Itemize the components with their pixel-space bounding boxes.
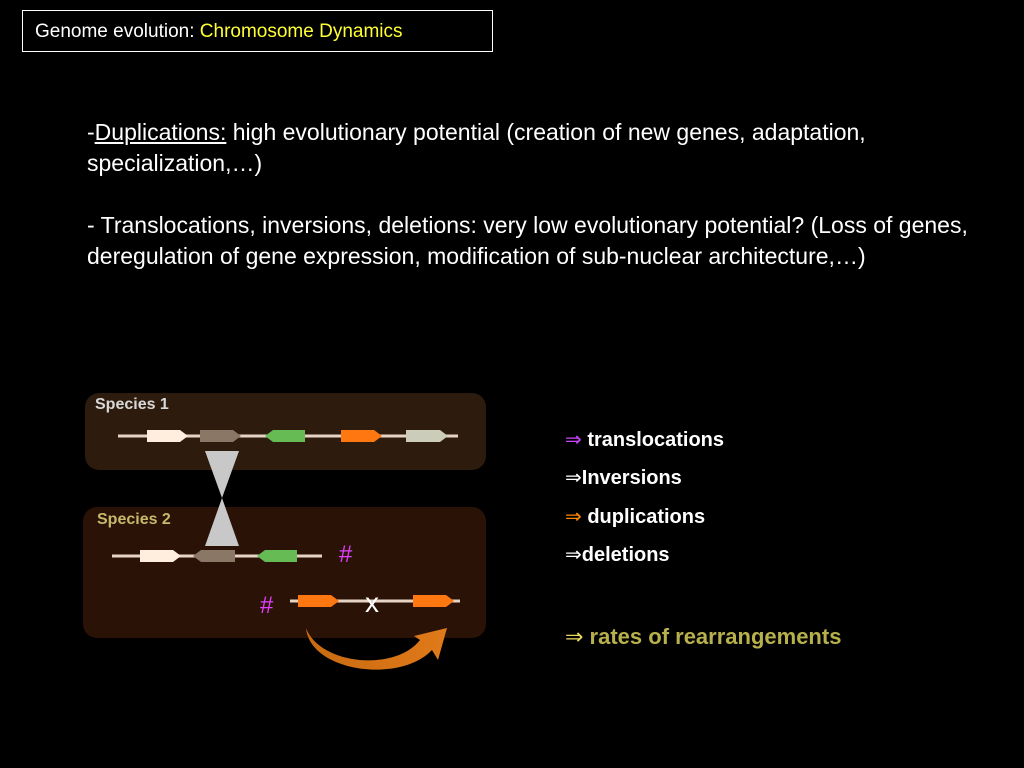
title-accent: Chromosome Dynamics (199, 21, 403, 42)
gene-green (265, 430, 305, 442)
list-item-label: deletions (581, 544, 670, 566)
implies-arrow: ⇒ (565, 427, 582, 451)
gene-orange-copy2 (413, 595, 454, 607)
gene-green-species2 (257, 550, 297, 562)
slide-title: Genome evolution: Chromosome Dynamics (22, 10, 493, 52)
synteny-connector-top (205, 451, 239, 498)
rearrangements-paragraph: - Translocations, inversions, deletions:… (87, 212, 968, 269)
rates-label: rates of rearrangements (583, 624, 842, 649)
duplications-term: Duplications: (94, 119, 227, 145)
synteny-connector-bottom (205, 498, 239, 546)
species2-label: Species 2 (97, 511, 171, 528)
duplication-arc-arrow (306, 628, 447, 670)
dash: - (87, 119, 95, 145)
gene-brown-inverted (193, 550, 235, 562)
gene-cream-species2 (140, 550, 181, 562)
deletion-mark: x (365, 587, 379, 618)
species2-panel (83, 507, 486, 638)
gene-orange (341, 430, 382, 442)
implies-arrow: ⇒ (565, 465, 582, 489)
list-item-label: Inversions (581, 467, 682, 489)
body-text: -Duplications: high evolutionary potenti… (87, 117, 987, 272)
list-item-inversions: ⇒Inversions (565, 465, 682, 490)
gene-brown (200, 430, 241, 442)
implies-arrow: ⇒ (565, 504, 582, 528)
gene-cream (147, 430, 188, 442)
list-item-translocations: ⇒ translocations (565, 427, 724, 452)
list-item-label: translocations (581, 429, 725, 451)
gene-grey (406, 430, 448, 442)
duplications-description: high evolutionary potential (creation of… (87, 119, 866, 176)
rates-conclusion: ⇒ rates of rearrangements (565, 624, 841, 650)
list-item-deletions: ⇒deletions (565, 542, 670, 567)
implies-arrow: ⇒ (565, 542, 582, 566)
list-item-duplications: ⇒ duplications (565, 504, 705, 529)
duplications-paragraph: -Duplications: high evolutionary potenti… (87, 117, 987, 179)
gene-orange-copy1 (298, 595, 339, 607)
implies-arrow: ⇒ (565, 625, 584, 650)
list-item-label: duplications (581, 506, 706, 528)
species1-label: Species 1 (95, 396, 169, 413)
hash-mark-segment: # (260, 592, 274, 619)
title-prefix: Genome evolution: (35, 21, 195, 42)
hash-mark-species2: # (339, 541, 353, 568)
